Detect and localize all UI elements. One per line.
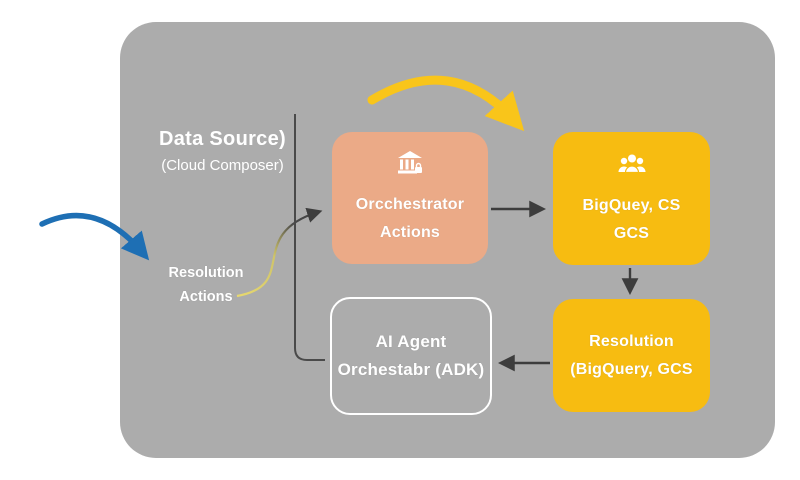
bigquery-line1: BigQuey, CS	[582, 196, 681, 214]
data-source-label: Data Source) (Cloud Composer)	[140, 128, 305, 174]
node-bigquery-gcs: BigQuey, CS GCS	[553, 132, 710, 265]
resolution-actions-line1: Resolution	[168, 265, 244, 281]
ai-agent-line2: Orchestabr (ADK)	[337, 360, 485, 379]
resolution-store-line2: (BigQuery, GCS	[570, 360, 693, 378]
people-group-icon	[615, 150, 649, 180]
resolution-store-line1: Resolution	[589, 332, 674, 350]
resolution-actions-label: Resolution Actions	[160, 261, 252, 309]
node-orchestrator-actions: Orcchestrator Actions	[332, 132, 488, 264]
orchestrator-line2: Actions	[379, 224, 441, 241]
node-ai-agent-orchestrator: AI Agent Orchestabr (ADK)	[330, 297, 492, 415]
bank-icon	[395, 149, 425, 179]
data-source-line1: Data Source)	[159, 128, 286, 150]
bigquery-line2: GCS	[613, 224, 650, 242]
ai-agent-line1: AI Agent	[375, 332, 447, 351]
data-source-line2: (Cloud Composer)	[161, 157, 284, 174]
node-resolution-store: Resolution (BigQuery, GCS	[553, 299, 710, 412]
orchestrator-line1: Orcchestrator	[355, 196, 465, 213]
resolution-actions-line2: Actions	[179, 289, 233, 305]
